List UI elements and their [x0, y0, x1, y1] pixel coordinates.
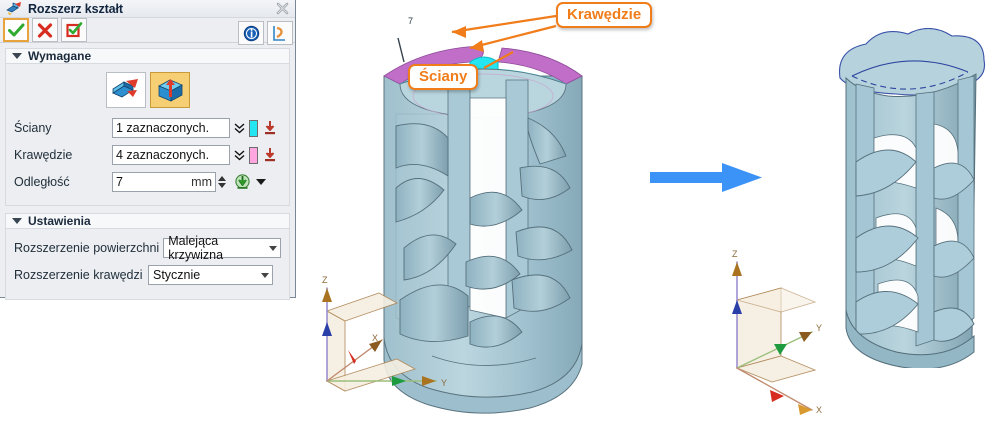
measure-dropdown-icon[interactable] — [256, 179, 266, 185]
odleglosc-input-wrap: 7 mm — [112, 172, 216, 192]
group-header-ustawienia[interactable]: Ustawienia — [5, 213, 290, 228]
mode-button-group — [14, 72, 281, 108]
model-after — [838, 28, 986, 368]
chevron-double-down-icon[interactable] — [230, 148, 248, 162]
extend-shape-icon — [6, 1, 22, 17]
dialog-title: Rozszerz kształt — [28, 1, 123, 16]
model-before — [383, 37, 583, 414]
chevron-double-down-icon[interactable] — [230, 121, 248, 135]
setting-label-krawedzi: Rozszerzenie krawędzi — [14, 268, 143, 282]
sciany-color-swatch — [249, 119, 258, 137]
chevron-down-icon[interactable] — [12, 53, 22, 59]
measure-icon[interactable] — [232, 173, 252, 191]
help-button[interactable] — [267, 21, 293, 45]
field-row-krawedzie: Krawędzie 4 zaznaczonych. — [14, 143, 281, 167]
setting-value-krawedzi: Stycznie — [153, 268, 201, 282]
dialog-titlebar: Rozszerz kształt — [0, 0, 295, 18]
odleglosc-input[interactable]: 7 — [116, 175, 123, 189]
result-arrow-icon — [650, 163, 762, 192]
chevron-down-icon[interactable] — [261, 272, 269, 278]
select-faces-icon[interactable] — [260, 119, 280, 137]
callout-sciany: Ściany — [408, 64, 479, 90]
field-label-krawedzie: Krawędzie — [14, 148, 73, 162]
triad-right: X Y Z — [732, 249, 822, 415]
extend-shape-dialog: Rozszerz kształt — [0, 0, 296, 300]
cancel-button[interactable] — [32, 18, 58, 42]
setting-select-powierzchni[interactable]: Malejąca krzywizna — [163, 234, 281, 262]
field-row-sciany: Ściany 1 zaznaczonych. — [14, 116, 281, 140]
odleglosc-unit: mm — [191, 175, 212, 189]
apply-button[interactable] — [61, 18, 87, 42]
group-header-wymagane[interactable]: Wymagane — [5, 48, 290, 63]
ok-button[interactable] — [3, 18, 29, 42]
setting-row-powierzchni: Rozszerzenie powierzchni Malejąca krzywi… — [14, 234, 281, 262]
callout-krawedzie: Krawędzie — [556, 2, 653, 28]
stepper-up-icon[interactable] — [218, 176, 226, 181]
krawedzie-color-swatch — [249, 146, 258, 164]
triad-left-z-label: Z — [322, 275, 328, 285]
setting-value-powierzchni: Malejąca krzywizna — [168, 234, 224, 262]
callout-krawedzie-text: Krawędzie — [567, 6, 642, 23]
group-title-wymagane: Wymagane — [28, 49, 92, 63]
dialog-toolbar — [0, 18, 295, 45]
field-label-sciany: Ściany — [14, 121, 52, 135]
group-body-ustawienia: Rozszerzenie powierzchni Malejąca krzywi… — [5, 228, 290, 300]
select-edges-icon[interactable] — [260, 146, 280, 164]
setting-label-powierzchni: Rozszerzenie powierzchni — [14, 241, 160, 255]
odleglosc-stepper[interactable] — [216, 172, 228, 192]
callout-sciany-text: Ściany — [419, 68, 468, 85]
close-icon[interactable] — [273, 0, 291, 17]
krawedzie-input[interactable]: 4 zaznaczonych. — [112, 145, 230, 165]
triad-right-z-label: Z — [732, 249, 738, 259]
field-row-odleglosc: Odległość 7 mm — [14, 170, 281, 194]
chevron-down-icon[interactable] — [12, 218, 22, 224]
group-title-ustawienia: Ustawienia — [28, 214, 91, 228]
chevron-down-icon[interactable] — [269, 245, 277, 251]
extend-to-face-icon[interactable] — [105, 72, 146, 108]
info-button[interactable] — [238, 21, 264, 45]
stepper-down-icon[interactable] — [218, 183, 226, 188]
sciany-input[interactable]: 1 zaznaczonych. — [112, 118, 230, 138]
extend-box-icon[interactable] — [149, 72, 190, 108]
triad-right-x-label: X — [816, 405, 822, 415]
setting-row-krawedzi: Rozszerzenie krawędzi Stycznie — [14, 263, 281, 287]
group-body-wymagane: Ściany 1 zaznaczonych. Krawędzie 4 zazna… — [5, 63, 290, 206]
setting-select-krawedzi[interactable]: Stycznie — [148, 265, 273, 285]
field-label-odleglosc: Odległość — [14, 175, 70, 189]
